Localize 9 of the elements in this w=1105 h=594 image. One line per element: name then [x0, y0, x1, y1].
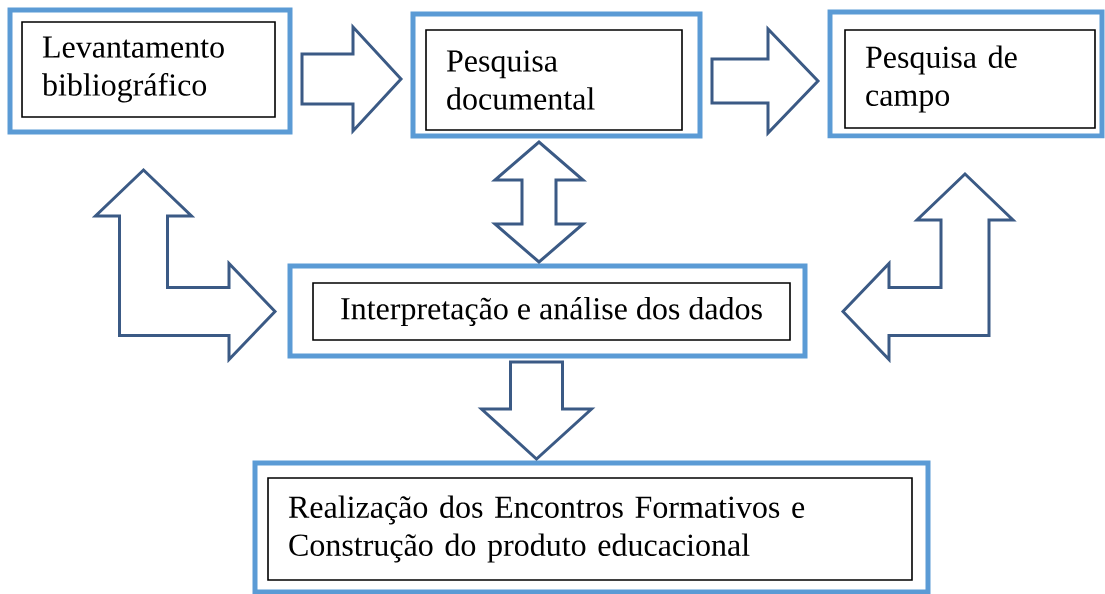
process-box: Realização dos Encontros Formativos e Construção do produto educacional [252, 460, 931, 594]
process-box: Interpretação e análise dos dados [287, 263, 808, 359]
block-arrow [477, 360, 596, 461]
process-box: Levantamento bibliográfico [7, 7, 293, 135]
block-arrow [300, 23, 404, 135]
double-block-arrow [490, 140, 588, 264]
block-arrow [710, 25, 821, 137]
process-box: Pesquisa de campo [827, 9, 1105, 139]
process-box: Pesquisa documental [410, 11, 703, 139]
